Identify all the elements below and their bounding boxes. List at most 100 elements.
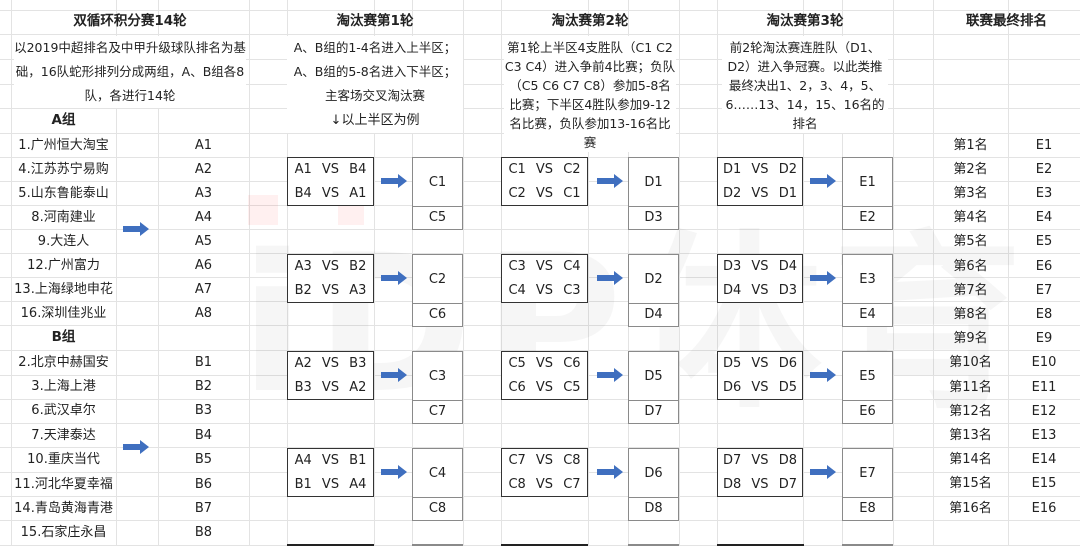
team-code: A8 bbox=[194, 305, 213, 321]
gridline bbox=[588, 0, 589, 546]
right-arrow-icon bbox=[597, 271, 623, 285]
match-box: A1 VS B4 B4 VS A1 bbox=[287, 157, 374, 206]
gridline bbox=[374, 0, 375, 546]
ranking-place: 第16名 bbox=[949, 500, 992, 516]
group-a-label: A组 bbox=[51, 111, 76, 128]
team-code: A2 bbox=[194, 161, 213, 177]
team-name: 15.石家庄永昌 bbox=[20, 525, 107, 541]
match-leg: C4 VS C3 bbox=[508, 282, 581, 298]
gridline bbox=[11, 0, 12, 546]
team-name: 2.北京中赫国安 bbox=[18, 354, 109, 370]
ranking-code: E9 bbox=[1035, 331, 1053, 347]
header-final-ranking: 联赛最终排名 bbox=[966, 13, 1047, 30]
loser-slot: C8 bbox=[428, 500, 447, 516]
ranking-place: 第7名 bbox=[953, 282, 988, 298]
winner-slot: C2 bbox=[413, 255, 462, 304]
match-leg: A2 VS B3 bbox=[294, 356, 367, 372]
ranking-code: E7 bbox=[1035, 282, 1053, 298]
result-box: D6 D8 bbox=[628, 448, 679, 521]
match-leg: A3 VS B2 bbox=[294, 259, 367, 275]
right-arrow-icon bbox=[810, 174, 836, 188]
match-box: A2 VS B3 B3 VS A2 bbox=[287, 351, 374, 400]
team-name: 3.上海上港 bbox=[31, 378, 96, 394]
ranking-place: 第15名 bbox=[949, 476, 992, 492]
match-leg: C2 VS C1 bbox=[508, 185, 581, 201]
match-box: C7 VS C8 C8 VS C7 bbox=[501, 448, 588, 497]
group-b-label: B组 bbox=[51, 328, 76, 345]
ranking-code: E10 bbox=[1031, 355, 1057, 371]
loser-slot: C6 bbox=[428, 306, 447, 322]
match-leg: D2 VS D1 bbox=[723, 185, 797, 201]
winner-slot: C1 bbox=[413, 158, 462, 207]
description-round-robin: 以2019中超排名及中甲升级球队排名为基础，16队蛇形排列分成两组，A、B组各8… bbox=[14, 36, 246, 108]
match-leg: C5 VS C6 bbox=[508, 356, 581, 372]
ranking-place: 第9名 bbox=[953, 331, 988, 347]
ranking-place: 第14名 bbox=[949, 452, 992, 468]
loser-slot: E4 bbox=[859, 306, 876, 322]
right-arrow-icon bbox=[810, 271, 836, 285]
right-arrow-icon bbox=[597, 368, 623, 382]
ranking-place: 第11名 bbox=[949, 379, 992, 395]
team-name: 1.广州恒大淘宝 bbox=[18, 137, 109, 153]
ranking-code: E12 bbox=[1031, 403, 1057, 419]
loser-slot: D8 bbox=[644, 500, 663, 516]
team-code: B8 bbox=[194, 525, 213, 541]
team-code: A4 bbox=[194, 209, 213, 225]
match-leg: D8 VS D7 bbox=[723, 476, 797, 492]
team-code: A1 bbox=[194, 137, 213, 153]
match-leg: B3 VS A2 bbox=[294, 379, 367, 395]
match-leg: C8 VS C7 bbox=[508, 476, 581, 492]
gridline bbox=[1008, 0, 1009, 546]
team-code: A5 bbox=[194, 233, 213, 249]
ranking-place: 第4名 bbox=[953, 210, 988, 226]
watermark bbox=[248, 195, 278, 225]
loser-slot: D7 bbox=[644, 403, 663, 419]
match-box: A3 VS B2 B2 VS A3 bbox=[287, 254, 374, 303]
match-leg: C7 VS C8 bbox=[508, 453, 581, 469]
match-leg: D3 VS D4 bbox=[723, 259, 797, 275]
team-code: B7 bbox=[194, 500, 213, 516]
description-line: A、B组的5-8名进入下半区； bbox=[293, 64, 457, 79]
ranking-code: E1 bbox=[1035, 137, 1053, 153]
right-arrow-icon bbox=[381, 174, 407, 188]
ranking-place: 第5名 bbox=[953, 234, 988, 250]
match-leg: C6 VS C5 bbox=[508, 379, 581, 395]
result-box-edge bbox=[628, 544, 679, 546]
winner-slot: C4 bbox=[413, 449, 462, 498]
team-code: B4 bbox=[194, 427, 213, 443]
result-box-edge bbox=[412, 544, 463, 546]
match-box: C1 VS C2 C2 VS C1 bbox=[501, 157, 588, 206]
right-arrow-icon bbox=[381, 368, 407, 382]
loser-slot: D3 bbox=[644, 209, 663, 225]
description-ko1: A、B组的1-4名进入上半区； A、B组的5-8名进入下半区； 主客场交叉淘汰赛 bbox=[287, 36, 463, 108]
match-box: D7 VS D8 D8 VS D7 bbox=[717, 448, 803, 497]
match-box: D1 VS D2 D2 VS D1 bbox=[717, 157, 803, 206]
match-box: D5 VS D6 D6 VS D5 bbox=[717, 351, 803, 400]
gridline bbox=[116, 0, 117, 546]
ranking-code: E5 bbox=[1035, 234, 1053, 250]
team-name: 12.广州富力 bbox=[27, 257, 100, 273]
team-name: 8.河南建业 bbox=[31, 209, 96, 225]
gridline bbox=[158, 0, 159, 546]
gridline bbox=[893, 0, 894, 546]
match-leg: B1 VS A4 bbox=[294, 476, 367, 492]
match-box-edge bbox=[287, 544, 374, 546]
ranking-code: E2 bbox=[1035, 161, 1053, 177]
right-arrow-icon bbox=[123, 440, 149, 454]
gridline bbox=[679, 0, 680, 546]
team-name: 7.天津泰达 bbox=[31, 427, 96, 443]
ranking-code: E3 bbox=[1035, 185, 1053, 201]
result-box: E7 E8 bbox=[842, 448, 893, 521]
result-box-edge bbox=[842, 544, 893, 546]
header-round-robin: 双循环积分赛14轮 bbox=[73, 13, 187, 30]
ranking-code: E14 bbox=[1031, 452, 1057, 468]
result-box: C2 C6 bbox=[412, 254, 463, 327]
team-code: A7 bbox=[194, 281, 213, 297]
right-arrow-icon bbox=[810, 465, 836, 479]
match-leg: D1 VS D2 bbox=[723, 162, 797, 178]
ranking-place: 第12名 bbox=[949, 403, 992, 419]
gridline bbox=[933, 0, 934, 546]
description-ko2: 第1轮上半区4支胜队（C1 C2 C3 C4）进入争前4比赛；负队（C5 C6 … bbox=[504, 36, 676, 152]
team-name: 6.武汉卓尔 bbox=[31, 403, 96, 419]
winner-slot: E3 bbox=[843, 255, 892, 304]
